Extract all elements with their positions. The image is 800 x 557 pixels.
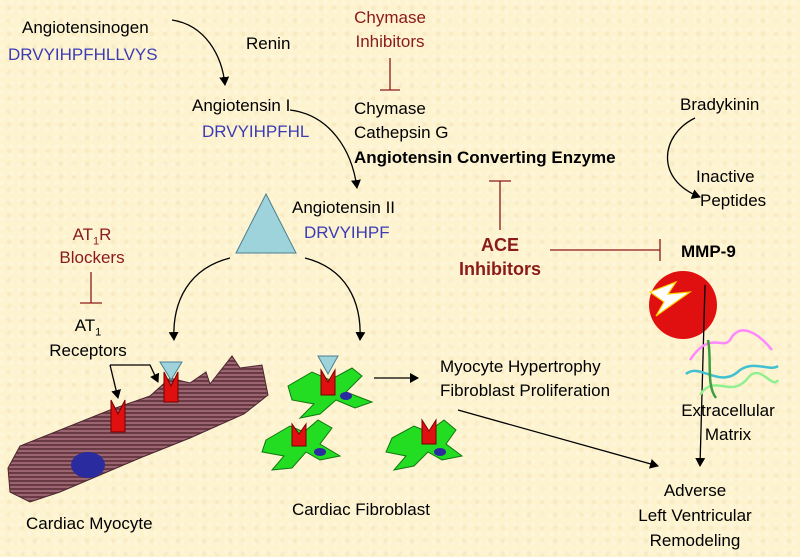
- arrow-ang1-to-ang2: [289, 109, 361, 189]
- label-at1-receptors-2: Receptors: [49, 341, 127, 360]
- label-adverse-2: Left Ventricular: [638, 506, 752, 525]
- arrow-bradykinin-to-inactive: [666, 117, 701, 199]
- label-inactive-2: Peptides: [700, 191, 767, 210]
- label-cardiac-myocyte: Cardiac Myocyte: [26, 514, 153, 533]
- label-angiotensin-ii: Angiotensin II: [292, 198, 396, 217]
- label-angiotensin-i: Angiotensin I: [192, 96, 291, 115]
- arrow-ang2-to-fibroblast: [304, 257, 366, 341]
- label-at1-receptors-1: AT1: [74, 316, 102, 339]
- fibroblast-3: [385, 418, 464, 471]
- label-angiotensin-i-sequence: DRVYIHPFHL: [202, 122, 310, 141]
- fibroblast-1: [287, 355, 374, 419]
- label-inactive-1: Inactive: [696, 167, 755, 186]
- label-mmp9: MMP-9: [681, 242, 736, 261]
- label-at1r-blockers-1: AT1R: [72, 225, 112, 248]
- cardiac-myocyte-shape: [7, 355, 269, 503]
- label-chymase-inhibitors-2: Inhibitors: [355, 32, 425, 51]
- label-at1r-blockers-2: Blockers: [59, 248, 125, 267]
- label-fibroblast-proliferation: Fibroblast Proliferation: [440, 381, 611, 400]
- label-angiotensinogen: Angiotensinogen: [22, 18, 149, 37]
- fibroblast-2: [261, 419, 342, 471]
- label-myocyte-hypertrophy: Myocyte Hypertrophy: [440, 357, 601, 376]
- label-adverse-1: Adverse: [663, 481, 727, 500]
- label-ace: Angiotensin Converting Enzyme: [354, 148, 616, 167]
- label-cathepsin-g: Cathepsin G: [354, 123, 449, 142]
- label-chymase-inhibitors-1: Chymase: [354, 8, 426, 27]
- label-bradykinin: Bradykinin: [680, 95, 760, 114]
- label-extracellular-matrix-1: Extracellular: [681, 401, 775, 420]
- label-adverse-3: Remodeling: [649, 531, 741, 550]
- mmp9-shape: [648, 271, 717, 339]
- arrow-angiotensinogen-to-ang1: [171, 19, 230, 86]
- label-ace-inhibitors-2: Inhibitors: [459, 259, 541, 279]
- extracellular-matrix-shape: [685, 329, 780, 399]
- arrow-ang2-to-myocyte: [168, 257, 231, 341]
- label-ace-inhibitors-1: ACE: [480, 235, 519, 255]
- angiotensin-ii-shape: [235, 192, 297, 254]
- myocyte-nucleus: [71, 452, 105, 478]
- label-angiotensinogen-sequence: DRVYIHPFHLLVYS: [8, 45, 158, 64]
- label-renin: Renin: [246, 34, 291, 53]
- label-angiotensin-ii-sequence: DRVYIHPF: [304, 223, 390, 242]
- label-cardiac-fibroblast: Cardiac Fibroblast: [292, 500, 430, 519]
- label-chymase: Chymase: [354, 99, 426, 118]
- receptor-myocyte-2: [159, 361, 183, 403]
- label-extracellular-matrix-2: Matrix: [704, 425, 752, 444]
- receptor-myocyte-1: [110, 399, 126, 433]
